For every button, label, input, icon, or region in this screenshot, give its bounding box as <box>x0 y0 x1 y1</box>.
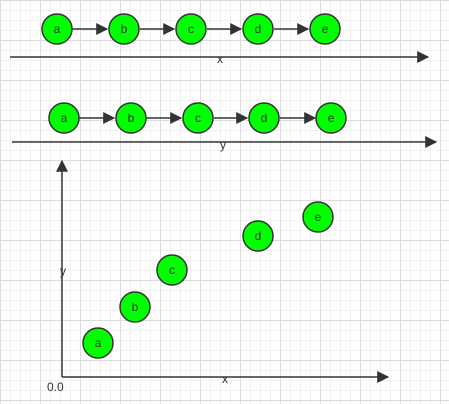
scatter-plot: y x 0.0 a b c d e <box>47 159 390 394</box>
plot-node-c: c <box>156 254 188 286</box>
chain-x-node-c: c <box>175 13 207 45</box>
chain-y-node-a: a <box>48 102 80 134</box>
chain-x-node-e-label: e <box>322 22 329 36</box>
chain-x-axis-label: x <box>217 52 223 66</box>
plot-node-e: e <box>302 201 334 233</box>
chain-x-node-c-label: c <box>188 22 194 36</box>
chain-x-node-b-label: b <box>121 22 128 36</box>
chain-x-node-d: d <box>242 13 274 45</box>
chain-y-node-a-label: a <box>61 111 68 125</box>
chain-x-node-a-label: a <box>54 22 61 36</box>
chain-y-axis-label: y <box>220 138 226 152</box>
chain-y-node-e: e <box>315 102 347 134</box>
chain-y-node-d: d <box>248 102 280 134</box>
chain-y-node-d-label: d <box>261 111 268 125</box>
chain-x-node-a: a <box>41 13 73 45</box>
chain-y-node-b-label: b <box>128 111 135 125</box>
plot-y-axis-label: y <box>60 264 66 278</box>
chain-x-node-b: b <box>108 13 140 45</box>
chain-y-node-e-label: e <box>328 111 335 125</box>
chain-y-node-c: c <box>182 102 214 134</box>
plot-x-axis-label: x <box>222 372 228 386</box>
plot-node-a-label: a <box>95 336 102 350</box>
plot-node-e-label: e <box>315 210 322 224</box>
plot-node-b: b <box>119 291 151 323</box>
plot-node-a: a <box>82 327 114 359</box>
chain-x-node-e: e <box>309 13 341 45</box>
chain-y-node-b: b <box>115 102 147 134</box>
plot-node-d-label: d <box>255 229 262 243</box>
chain-x-node-d-label: d <box>255 22 262 36</box>
chain-x: a b c d e x <box>10 13 430 66</box>
plot-node-c-label: c <box>169 263 175 277</box>
chain-y: a b c d e y <box>12 102 438 152</box>
plot-node-d: d <box>242 220 274 252</box>
plot-origin-label: 0.0 <box>47 380 64 394</box>
chain-y-node-c-label: c <box>195 111 201 125</box>
plot-node-b-label: b <box>132 300 139 314</box>
